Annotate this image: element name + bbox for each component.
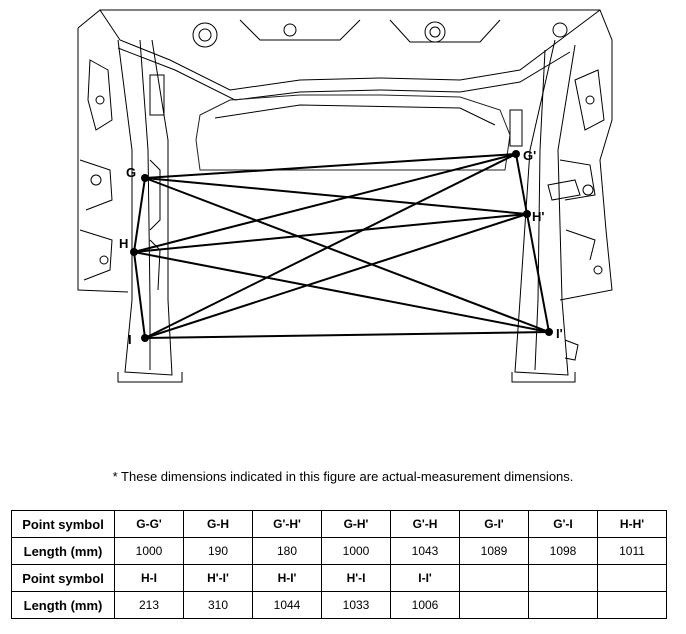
symbol-cell (597, 564, 667, 592)
measurement-line-hp-ip (526, 213, 550, 333)
measurement-line-h-i (133, 251, 146, 339)
length-cell: 213 (114, 591, 184, 619)
point-dot-g (141, 174, 149, 182)
length-cell: 1000 (321, 537, 391, 565)
symbol-cell: G'-H (390, 510, 460, 538)
symbol-cell: G'-H' (252, 510, 322, 538)
length-cell (597, 591, 667, 619)
measurement-line-h-ip (133, 251, 550, 333)
frame-drawing (77, 9, 613, 383)
measurement-line-hp-i (144, 213, 528, 339)
symbol-cell: G'-I (528, 510, 598, 538)
length-cell: 310 (183, 591, 253, 619)
length-cell: 190 (183, 537, 253, 565)
length-cell: 1006 (390, 591, 460, 619)
point-label-i-prime: I' (556, 326, 563, 341)
length-cell (528, 591, 598, 619)
point-dot-h (130, 248, 138, 256)
dimension-table: Point symbol G-G' G-H G'-H' G-H' G'-H G-… (11, 510, 667, 619)
point-label-i: I (128, 332, 132, 347)
measurement-note: * These dimensions indicated in this fig… (112, 469, 574, 484)
symbol-cell: G-H' (321, 510, 391, 538)
point-label-g: G (126, 165, 136, 180)
symbol-row-2: Point symbol H-I H'-I' H-I' H'-I I-I' (11, 564, 667, 592)
symbol-cell: I-I' (390, 564, 460, 592)
point-labels: G H I G' H' I' (119, 148, 563, 347)
length-cell: 1089 (459, 537, 529, 565)
length-cell: 1011 (597, 537, 667, 565)
row-header-length: Length (mm) (11, 591, 115, 619)
symbol-cell: G-H (183, 510, 253, 538)
measurement-line-g-gp (144, 153, 517, 179)
symbol-cell: G-I' (459, 510, 529, 538)
length-cell: 1000 (114, 537, 184, 565)
symbol-row-1: Point symbol G-G' G-H G'-H' G-H' G'-H G-… (11, 510, 667, 538)
length-cell (459, 591, 529, 619)
symbol-cell: G-G' (114, 510, 184, 538)
measurement-lines (133, 153, 550, 339)
measurement-line-gp-i (144, 153, 517, 339)
measurement-line-h-hp (133, 213, 528, 253)
point-dot-i-prime (545, 328, 553, 336)
length-cell: 1098 (528, 537, 598, 565)
point-label-g-prime: G' (523, 148, 536, 163)
length-cell: 1033 (321, 591, 391, 619)
row-header-symbol: Point symbol (11, 564, 115, 592)
measurement-diagram: G H I G' H' I' (77, 9, 613, 383)
length-row-2: Length (mm) 213 310 1044 1033 1006 (11, 591, 667, 619)
measurement-line-g-hp (144, 177, 528, 215)
symbol-cell: H-I (114, 564, 184, 592)
symbol-cell (459, 564, 529, 592)
row-header-length: Length (mm) (11, 537, 115, 565)
measurement-line-gp-h (133, 153, 517, 253)
point-dot-h-prime (523, 210, 531, 218)
length-cell: 1044 (252, 591, 322, 619)
symbol-cell: H'-I' (183, 564, 253, 592)
point-label-h-prime: H' (532, 209, 544, 224)
row-header-symbol: Point symbol (11, 510, 115, 538)
length-cell: 1043 (390, 537, 460, 565)
symbol-cell: H-H' (597, 510, 667, 538)
symbol-cell (528, 564, 598, 592)
measurement-points (130, 150, 553, 342)
length-cell: 180 (252, 537, 322, 565)
symbol-cell: H-I' (252, 564, 322, 592)
measurement-line-g-ip (144, 177, 550, 333)
symbol-cell: H'-I (321, 564, 391, 592)
length-row-1: Length (mm) 1000 190 180 1000 1043 1089 … (11, 537, 667, 565)
point-label-h: H (119, 236, 128, 251)
point-dot-i (141, 334, 149, 342)
measurement-line-gp-hp (515, 153, 528, 215)
point-dot-g-prime (512, 150, 520, 158)
measurement-line-g-h (133, 177, 146, 253)
measurement-line-i-ip (144, 331, 550, 339)
